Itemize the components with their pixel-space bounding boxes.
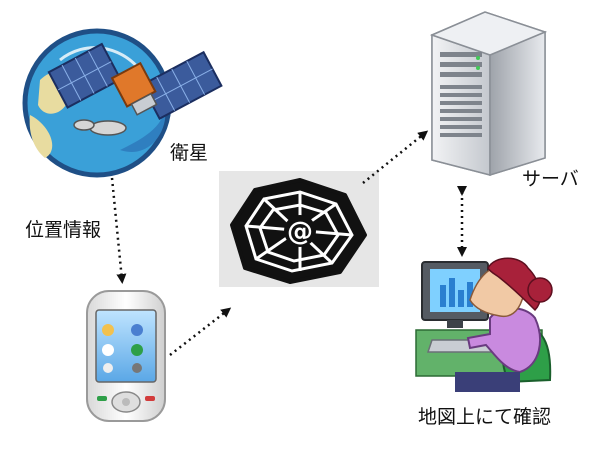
label-confirm-on-map: 地図上にて確認 (418, 406, 552, 428)
smartphone-icon (86, 290, 166, 422)
arrow-web-to-server (362, 130, 429, 184)
server-icon (429, 11, 548, 177)
web-at-icon: @ (219, 171, 379, 287)
label-location-info: 位置情報 (25, 219, 102, 241)
arrow-phone-to-web (169, 307, 232, 356)
svg-text:@: @ (287, 217, 313, 247)
person-at-computer-icon (415, 257, 553, 392)
satellite-icon (22, 28, 223, 178)
arrow-satellite-to-phone (110, 177, 127, 284)
label-server: サーバ (522, 168, 579, 190)
label-satellite: 衛星 (170, 142, 209, 164)
